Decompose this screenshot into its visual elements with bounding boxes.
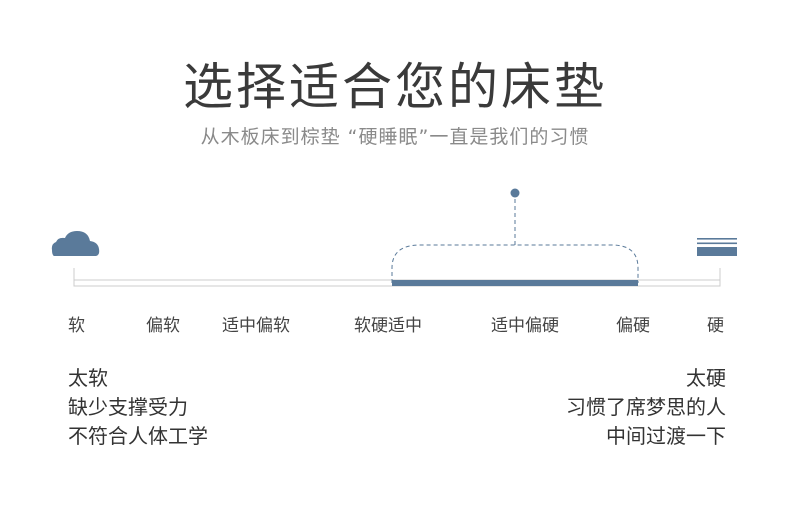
recommended-range-bar [392,280,638,286]
scale-label-firm: 硬 [707,316,724,336]
too-soft-line-1: 缺少支撑受力 [68,395,188,419]
cloud-icon [51,231,100,256]
recommended-pin [510,188,520,198]
too-soft-heading: 太软 [68,366,108,390]
too-hard-line-2: 中间过渡一下 [606,424,726,448]
scale-label-medium-leaning-firm: 适中偏硬 [491,316,559,336]
board-icon [697,238,737,256]
page-title: 选择适合您的床垫 [183,58,607,116]
firmness-scale [51,188,737,287]
too-hard-heading: 太硬 [686,366,726,390]
scale-label-balanced: 软硬适中 [354,316,422,336]
scale-label-medium-firm: 偏硬 [616,316,650,336]
too-soft-note: 太软 缺少支撑受力 不符合人体工学 [68,364,208,451]
scale-label-soft: 软 [68,316,85,336]
too-hard-note: 太硬 习惯了席梦思的人 中间过渡一下 [566,364,726,451]
too-soft-line-2: 不符合人体工学 [68,424,208,448]
scale-label-medium-soft: 偏软 [146,316,180,336]
recommended-range-bracket [391,244,639,283]
page-subtitle: 从木板床到棕垫 “硬睡眠”一直是我们的习惯 [200,126,590,148]
scale-label-medium-leaning-soft: 适中偏软 [222,316,290,336]
too-hard-line-1: 习惯了席梦思的人 [566,395,726,419]
